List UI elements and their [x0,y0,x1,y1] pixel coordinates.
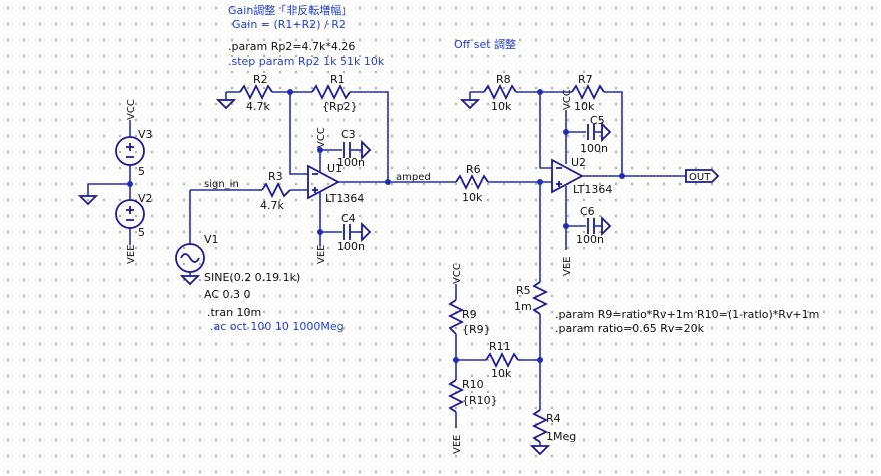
resistor-r9[interactable] [447,299,465,335]
gain-formula-note: Gain = (R1+R2) / R2 [232,18,346,31]
out-port[interactable] [685,169,720,183]
gain-title-note: Gain調整「非反転増幅」 [228,3,352,17]
r7-value: 10k [574,100,595,113]
ground-symbol [459,99,481,110]
ground-symbol [361,139,372,161]
u2-model: LT1364 [573,183,612,196]
c3-name: C3 [341,128,356,141]
source-sine-spec[interactable]: SINE(0.2 0.19 1k) [204,271,300,284]
v3-name: V3 [138,128,153,141]
r3-name: R3 [268,170,283,183]
source-ac-spec[interactable]: AC 0.3 0 [204,288,251,301]
u1-name: U1 [327,162,342,175]
vee-label-v2: VEE [126,245,137,264]
offset-title-note: Off set 調整 [454,37,516,51]
voltage-source-v2[interactable] [115,199,145,229]
resistor-r6[interactable] [455,173,489,191]
r3-value: 4.7k [260,199,284,212]
vcc-label-u1: VCC [316,127,327,148]
r4-value: 1Meg [546,430,576,443]
c5-value: 100n [580,142,608,155]
r5-value: 1m [514,300,532,313]
resistor-r8[interactable] [483,83,517,101]
ground-symbol [215,99,237,110]
param-r9-r10-directive[interactable]: .param R9=ratio*Rv+1m R10=(1-ratio)*Rv+1… [555,308,819,321]
ground-symbol [179,275,201,286]
param-rp2-directive[interactable]: .param Rp2=4.7k*4.26 [228,40,355,53]
resistor-r4[interactable] [531,409,549,443]
resistor-r7[interactable] [571,83,605,101]
r1-value: {Rp2} [322,100,358,113]
ground-symbol [77,195,99,206]
r4-name: R4 [546,412,561,425]
r2-name: R2 [253,73,268,86]
c5-name: C5 [590,114,605,127]
c4-value: 100n [337,240,365,253]
vcc-label-r9: VCC [452,263,463,284]
r1-name: R1 [330,73,345,86]
r8-name: R8 [496,73,511,86]
vcc-label-v3: VCC [126,99,137,120]
voltage-source-v3[interactable] [115,136,145,166]
r5-name: R5 [516,284,531,297]
ground-symbol [529,445,551,456]
r8-value: 10k [491,100,512,113]
r11-value: 10k [491,367,512,380]
c6-value: 100n [576,233,604,246]
offset-stage-group: R6 10k R8 10k R7 10k U2 LT1364 OUT [447,73,720,456]
resistor-r10[interactable] [447,379,465,413]
c4-name: C4 [341,212,356,225]
v3-value: 5 [138,165,145,178]
sign-in-net-label: sign_in [204,179,239,190]
ground-symbol [601,121,612,143]
resistor-r11[interactable] [485,351,519,369]
opamp-u1[interactable] [307,164,340,200]
r2-value: 4.7k [246,100,270,113]
opamp-u2[interactable] [551,158,584,194]
amped-net-label: amped [396,172,431,183]
resistor-r5[interactable] [531,281,549,315]
vcc-label-u2: VCC [562,89,573,110]
v2-value: 5 [138,226,145,239]
vee-label-u1: VEE [316,245,327,264]
r6-value: 10k [462,191,483,204]
r11-name: R11 [489,340,511,353]
r10-value: {R10} [462,394,498,407]
r6-name: R6 [466,163,481,176]
r9-name: R9 [462,308,477,321]
tran-directive[interactable]: .tran 10m [207,306,261,319]
resistor-r3[interactable] [261,181,291,199]
vee-label-r10: VEE [452,435,463,454]
voltage-source-v1[interactable] [175,243,205,273]
ac-analysis-directive[interactable]: .ac oct 100 10 1000Meg [210,320,344,333]
vee-label-u2: VEE [562,257,573,276]
input-source-group: V1 sign_in [175,179,258,286]
ground-symbol [601,215,612,237]
c6-name: C6 [580,205,595,218]
v2-name: V2 [138,192,153,205]
out-net-label: OUT [689,172,711,183]
step-param-directive[interactable]: .step param Rp2 1k 51k 10k [228,55,385,68]
resistor-r2[interactable] [239,83,273,101]
ground-symbol [361,221,372,243]
r7-name: R7 [578,73,593,86]
v1-name: V1 [204,233,219,246]
resistor-r1[interactable] [311,83,351,101]
c3-value: 100n [337,156,365,169]
u2-name: U2 [571,156,586,169]
power-supply-group: V3 5 V2 5 VCC VEE [77,99,153,264]
gain-stage-group: R3 4.7k R2 4.7k R1 {Rp2} U1 LT1364 [215,73,391,264]
r10-name: R10 [462,378,484,391]
u1-model: LT1364 [325,192,364,205]
r9-value: {R9} [462,323,491,336]
param-ratio-directive[interactable]: .param ratio=0.65 Rv=20k [555,322,705,335]
